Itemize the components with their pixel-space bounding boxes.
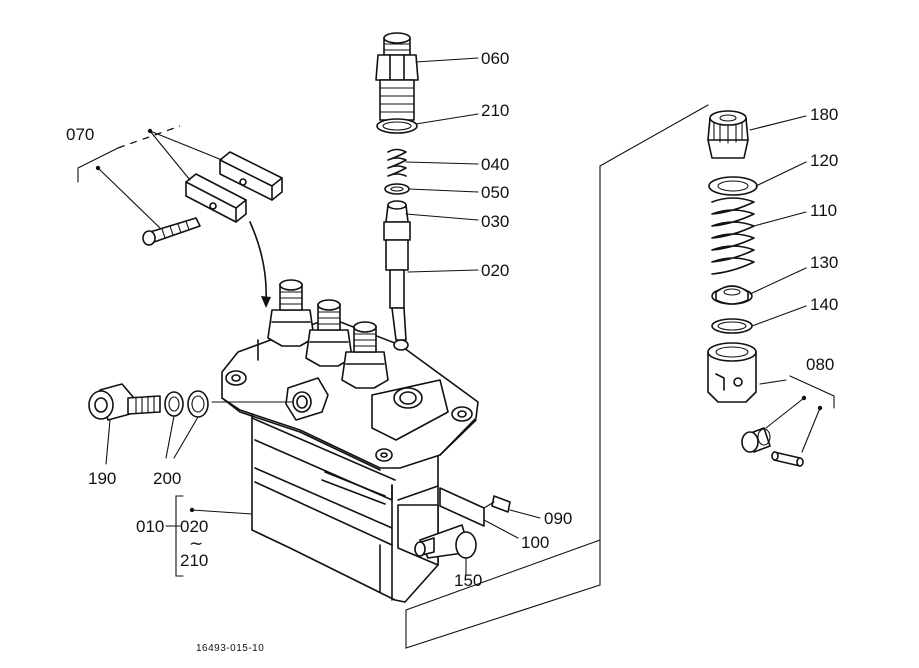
assembly-arrow [249, 221, 271, 308]
label-080: 080 [806, 355, 834, 374]
label-010: 010 [136, 517, 164, 536]
part-030-delivery-valve [383, 200, 411, 241]
part-020-plunger [385, 239, 409, 351]
label-050: 050 [481, 183, 509, 202]
part-050-washer [384, 183, 410, 195]
part-120-spring-seat [708, 176, 758, 196]
part-200-washers [164, 390, 209, 418]
label-180: 180 [810, 105, 838, 124]
assembly-group-frame [405, 104, 709, 649]
part-040-spring [387, 148, 407, 177]
part-070-lock-plates [185, 151, 283, 223]
part-210-gasket-top [376, 118, 418, 134]
drawing-number: 16493-015-10 [196, 643, 264, 654]
part-180-cap-nut [707, 110, 749, 159]
part-labels: 060 210 040 050 030 020 070 180 120 110 … [66, 49, 838, 590]
label-140: 140 [810, 295, 838, 314]
part-080-roller [741, 427, 771, 453]
group-070-dashed-bracket [77, 125, 223, 229]
label-100: 100 [521, 533, 549, 552]
label-130: 130 [810, 253, 838, 272]
label-020: 020 [481, 261, 509, 280]
part-140-snap-ring [711, 318, 753, 334]
part-190-banjo-bolt [88, 383, 161, 421]
part-080-sleeve [707, 342, 757, 403]
label-030: 030 [481, 212, 509, 231]
part-100-plate [439, 487, 485, 527]
pump-housing [251, 409, 477, 603]
part-110-spring [711, 197, 755, 275]
label-190: 190 [88, 469, 116, 488]
pump-head-plate [221, 317, 479, 471]
label-020-range-start: 020 [180, 517, 208, 536]
label-090: 090 [544, 509, 572, 528]
group-080-dashed-bracket [765, 375, 835, 453]
part-060-valve-holder [375, 32, 419, 121]
delivery-valve-holder-3 [341, 321, 389, 389]
delivery-valve-holder-2 [305, 299, 353, 367]
part-130-spring-seat [711, 285, 753, 305]
label-070: 070 [66, 125, 94, 144]
label-060: 060 [481, 49, 509, 68]
label-200: 200 [153, 469, 181, 488]
label-110: 110 [810, 201, 837, 220]
label-040: 040 [481, 155, 509, 174]
label-150: 150 [454, 571, 482, 590]
label-210-top: 210 [481, 101, 509, 120]
part-080-pin [771, 451, 804, 467]
delivery-valve-holder-1 [267, 279, 315, 347]
part-070-bolt [142, 217, 201, 246]
label-range-tilde: ∼ [189, 534, 203, 553]
part-090-screw [483, 495, 511, 513]
label-120: 120 [810, 151, 838, 170]
leader-lines [105, 57, 807, 577]
label-210-range-end: 210 [180, 551, 208, 570]
